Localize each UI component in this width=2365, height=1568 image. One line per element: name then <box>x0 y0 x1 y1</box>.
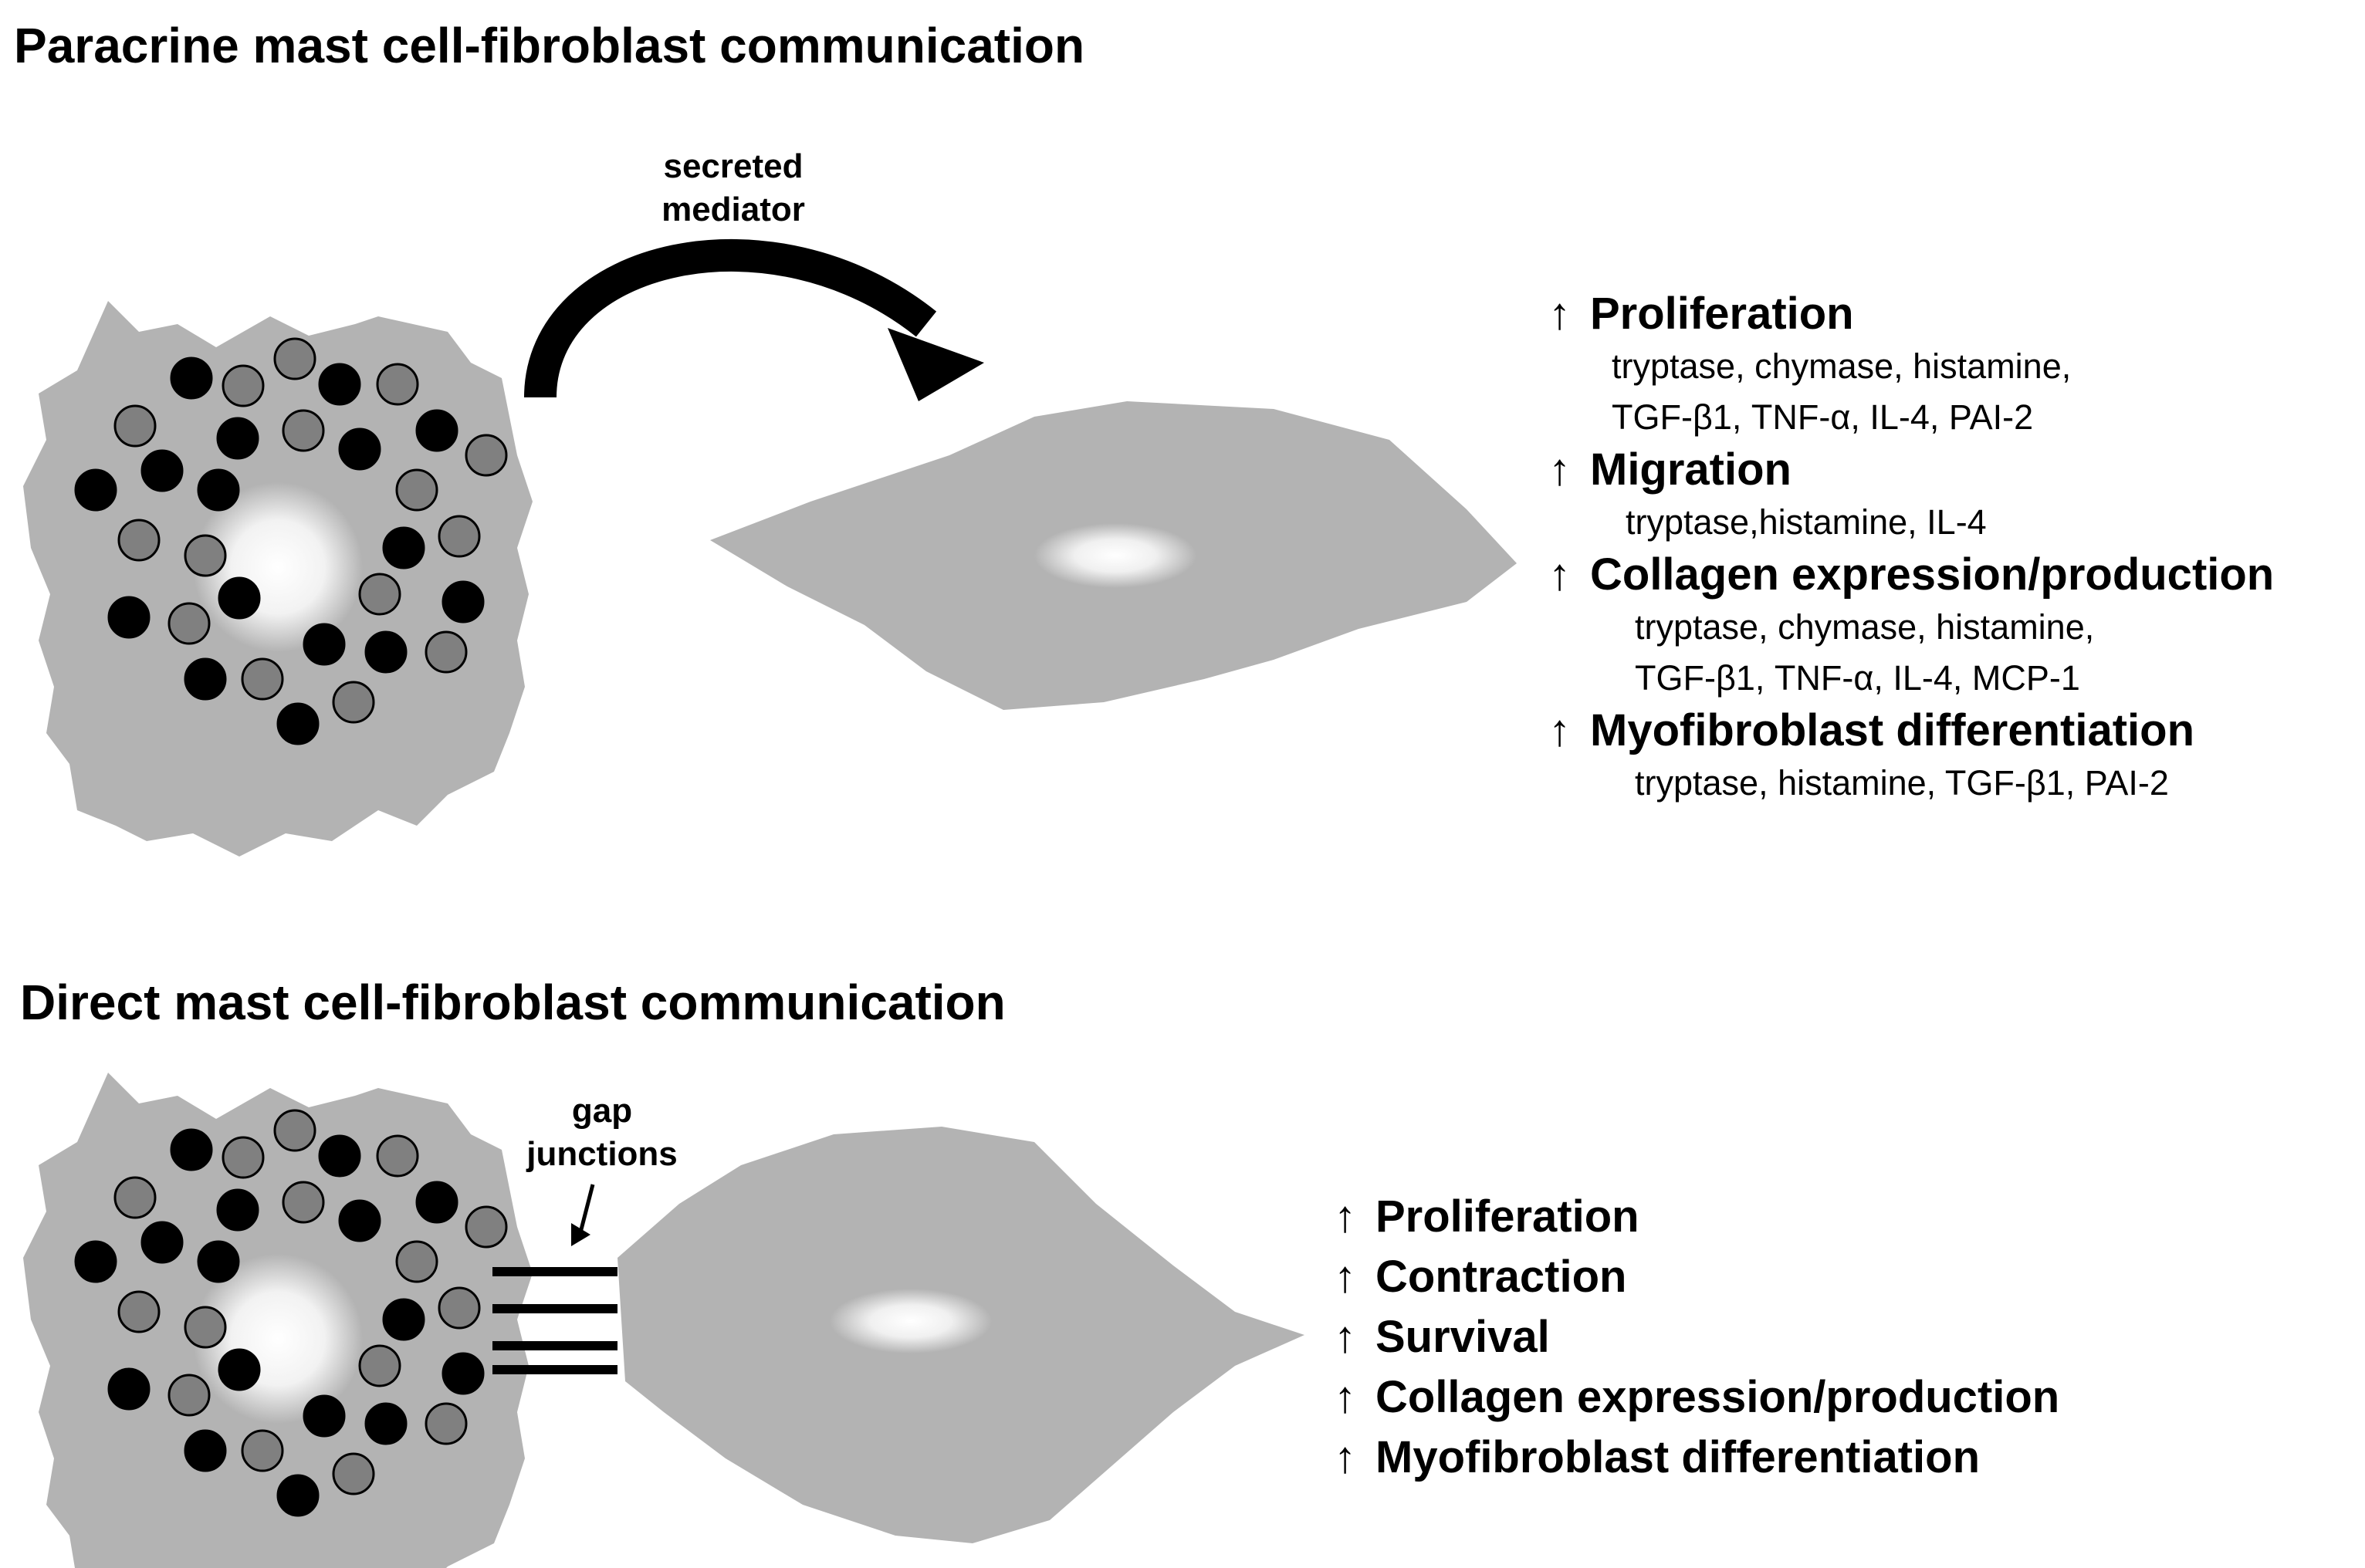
effect-label: Collagen expression/production <box>1375 1372 2060 1422</box>
gap-label-line1: gap <box>571 1092 633 1130</box>
effect-item: ↑ Survival <box>1334 1307 2059 1367</box>
up-arrow-icon: ↑ <box>1548 549 1571 600</box>
effect-item: ↑ Collagen expression/production tryptase… <box>1548 548 2274 704</box>
effect-label: Contraction <box>1375 1252 1627 1302</box>
gap-label-line2: junctions <box>526 1135 678 1173</box>
up-arrow-icon: ↑ <box>1334 1372 1356 1422</box>
gap-pointer-head-icon <box>571 1223 590 1246</box>
fibroblast-nucleus-direct <box>830 1289 992 1353</box>
up-arrow-icon: ↑ <box>1548 705 1571 755</box>
effect-label: Survival <box>1375 1312 1550 1362</box>
mediator-line: tryptase, chymase, histamine, <box>1612 346 2072 386</box>
direct-effects-list: ↑ Proliferation ↑ Contraction ↑ Survival ↑ C… <box>1334 1187 2059 1488</box>
effect-item: ↑ Proliferation tryptase, chymase, histam… <box>1548 287 2274 443</box>
mediator-line: TGF-β1, TNF-α, IL-4, MCP-1 <box>1635 658 2080 698</box>
arrowhead-icon <box>888 328 984 401</box>
up-arrow-icon: ↑ <box>1334 1312 1356 1362</box>
effect-item: ↑ Migration tryptase,histamine, IL-4 <box>1548 443 2274 548</box>
gap-junctions-label: gap junctions <box>494 1090 710 1176</box>
effect-label: Proliferation <box>1590 289 1854 339</box>
effect-label: Myofibroblast differentiation <box>1375 1432 1980 1482</box>
effect-label: Migration <box>1590 444 1792 495</box>
effect-item: ↑ Contraction <box>1334 1247 2059 1307</box>
up-arrow-icon: ↑ <box>1334 1191 1356 1242</box>
effect-item: ↑ Myofibroblast differentiation tryptase,… <box>1548 704 2274 809</box>
up-arrow-icon: ↑ <box>1548 444 1571 495</box>
effect-label: Myofibroblast differentiation <box>1590 705 2194 755</box>
secreted-label-line1: secreted <box>663 147 804 185</box>
effect-item: ↑ Myofibroblast differentiation <box>1334 1428 2059 1488</box>
fibroblast-nucleus <box>1034 523 1196 588</box>
secreted-mediator-arrow <box>524 238 937 398</box>
secreted-mediator-label: secreted mediator <box>610 145 857 231</box>
mediator-line: tryptase, histamine, TGF-β1, PAI-2 <box>1635 763 2169 803</box>
secreted-label-line2: mediator <box>661 191 805 228</box>
up-arrow-icon: ↑ <box>1334 1252 1356 1302</box>
effect-item: ↑ Proliferation <box>1334 1187 2059 1247</box>
mediator-line: TGF-β1, TNF-α, IL-4, PAI-2 <box>1612 397 2034 437</box>
effect-label: Collagen expression/production <box>1590 549 2275 600</box>
paracrine-effects-list: ↑ Proliferation tryptase, chymase, histam… <box>1548 287 2274 809</box>
effect-item: ↑ Collagen expression/production <box>1334 1367 2059 1428</box>
mediator-line: tryptase, chymase, histamine, <box>1635 607 2095 647</box>
mast-cell-paracrine <box>22 299 534 858</box>
effect-label: Proliferation <box>1375 1191 1639 1242</box>
gap-junction-lines <box>492 1267 617 1374</box>
up-arrow-icon: ↑ <box>1334 1432 1356 1482</box>
mediator-line: tryptase,histamine, IL-4 <box>1626 502 1987 542</box>
paracrine-title: Paracrine mast cell-fibroblast communica… <box>14 18 1085 73</box>
direct-title: Direct mast cell-fibroblast communicatio… <box>20 975 1006 1030</box>
mast-cell-direct <box>22 1071 534 1568</box>
up-arrow-icon: ↑ <box>1548 289 1571 339</box>
